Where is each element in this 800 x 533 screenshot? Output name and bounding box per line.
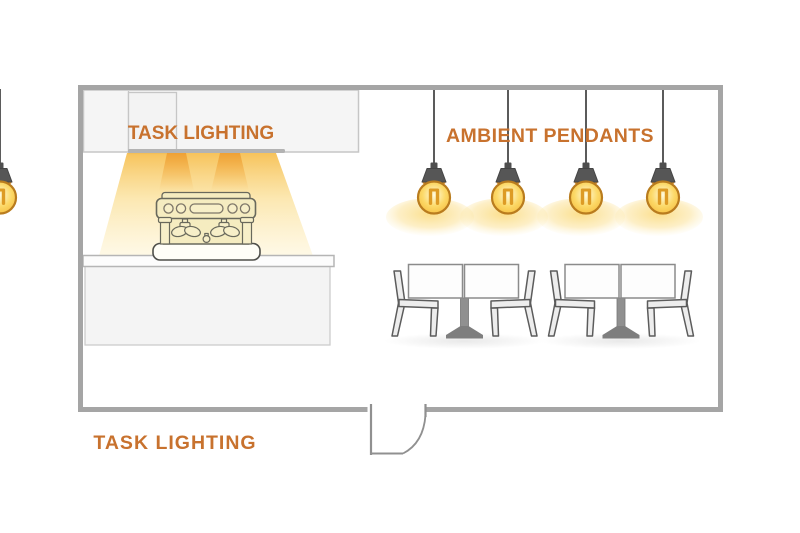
under-cabinet-light-bar [128,149,285,153]
light-glow [615,198,703,236]
task-lighting-label-top: TASK LIGHTING [128,123,274,144]
task-lighting-label-bottom: TASK LIGHTING [93,432,256,454]
group-head-left [171,218,201,238]
pendant-socket [0,162,4,169]
machine-dial [239,203,251,214]
light-glow [537,198,625,236]
task-light-beam-right [211,153,249,191]
table-base [446,326,483,339]
service-counter [82,254,335,346]
espresso-machine [152,191,261,261]
group-head-right [210,218,240,238]
door-arc [402,414,427,455]
bulb-filament [1,189,6,205]
door-swing [367,403,427,455]
chair-left [391,270,439,337]
machine-dial [163,203,174,214]
light-glow [460,198,548,236]
pendant-glows [386,198,703,236]
steam-knob [202,232,211,244]
table-pedestal [460,297,469,330]
dining-table-set [384,263,544,349]
machine-dial [227,203,238,214]
counter-body [84,265,331,346]
machine-base [152,242,261,261]
table-top [463,263,520,299]
pendant-shade [0,168,13,183]
table-top [407,263,464,299]
pendant-lamp [0,89,18,215]
chair-right [490,270,538,337]
floor-shadow [384,333,544,349]
wall-cabinet [82,89,360,155]
dining-table-set [539,263,702,350]
task-light-beam-left [159,153,194,191]
machine-display [189,203,224,214]
ambient-pendants-label: AMBIENT PENDANTS [446,125,654,147]
light-glow [386,198,474,236]
machine-dial [175,203,187,214]
